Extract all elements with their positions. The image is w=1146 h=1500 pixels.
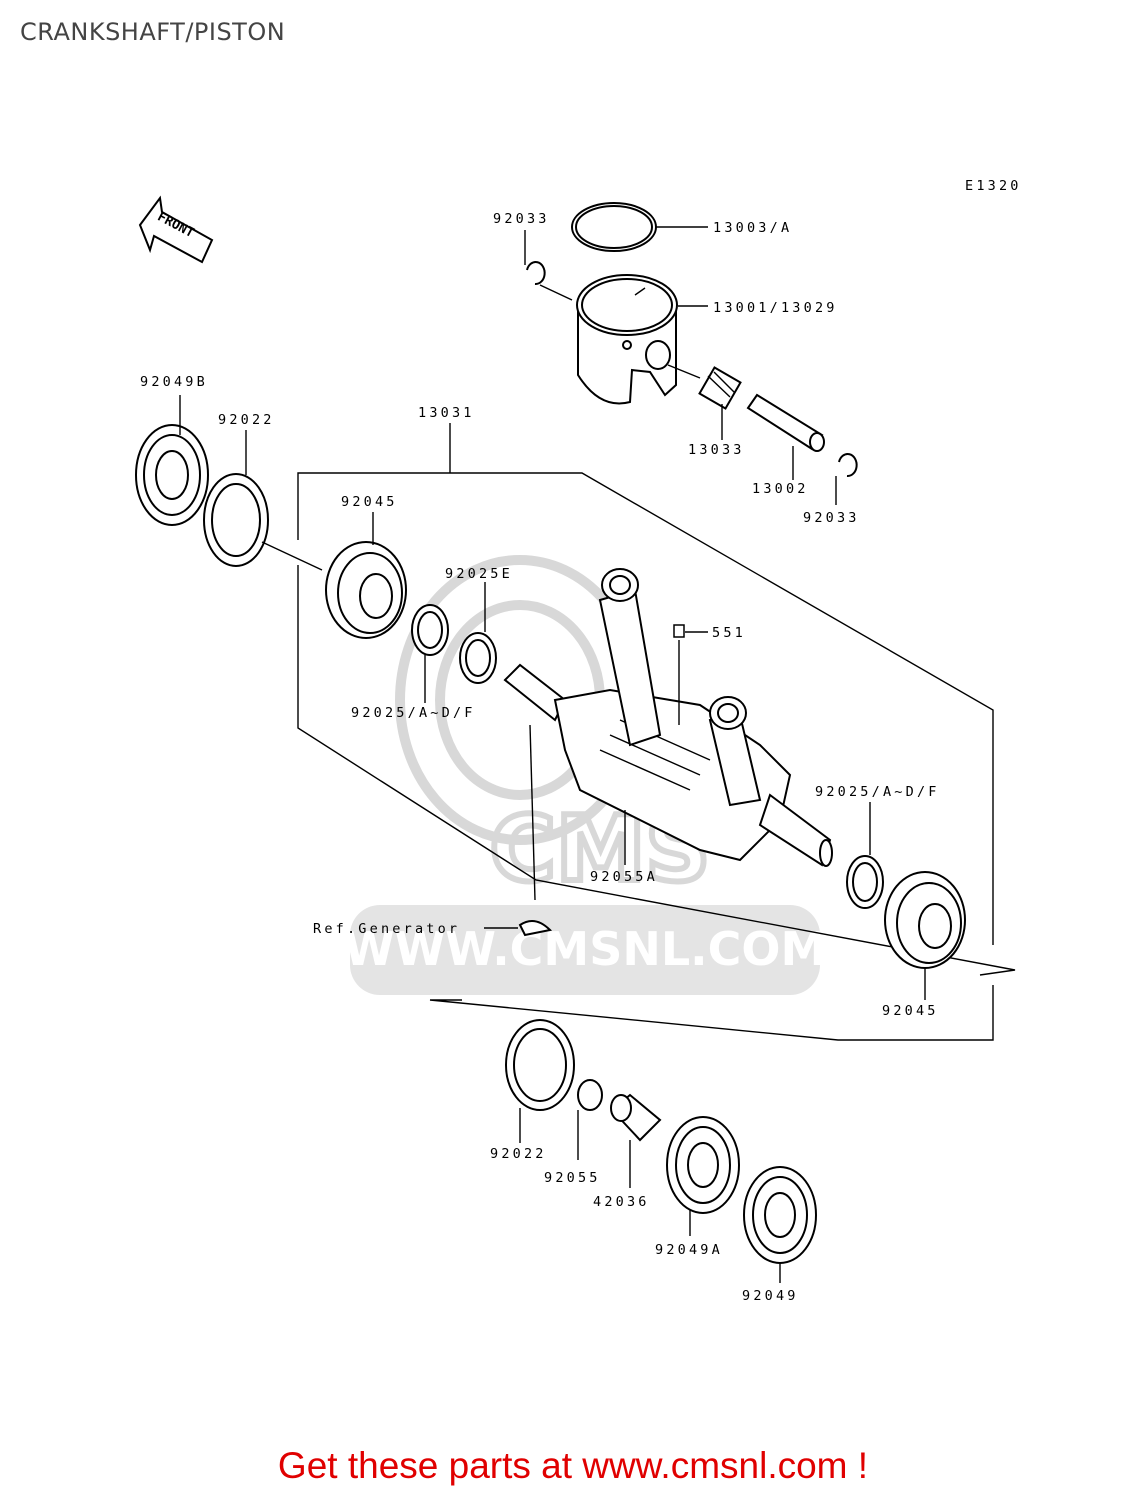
ball-bearing-92045-top [325, 541, 407, 639]
part-labels: 92033 13003/A 13001/13029 92049B 92022 1… [140, 211, 940, 1304]
shim-92022-bottom [505, 1019, 575, 1111]
label-92055: 92055 [544, 1170, 601, 1186]
label-92022-top: 92022 [218, 412, 275, 428]
diagram-code: E1320 [965, 178, 1022, 194]
label-13002: 13002 [752, 481, 809, 497]
collar-42036 [610, 1093, 662, 1142]
label-92049: 92049 [742, 1288, 799, 1304]
label-92045-top: 92045 [341, 494, 398, 510]
label-42036: 42036 [593, 1194, 650, 1210]
circlip-bottom [838, 453, 858, 478]
label-13003: 13003/A [713, 220, 792, 236]
bracket-lines [297, 423, 1016, 1041]
piston-pin [746, 393, 825, 452]
piston-ring [571, 202, 657, 252]
label-13001: 13001/13029 [713, 300, 838, 316]
label-13033: 13033 [688, 442, 745, 458]
label-92055a: 92055A [590, 869, 658, 885]
watermark-text: WWW.CMSNL.COM [344, 922, 827, 976]
label-92049b: 92049B [140, 374, 208, 390]
label-92025e: 92025E [445, 566, 513, 582]
footer-cta[interactable]: Get these parts at www.cmsnl.com ! [277, 1445, 869, 1486]
oil-seal-92049 [743, 1166, 817, 1264]
label-13031: 13031 [418, 405, 475, 421]
label-ref-generator: Ref.Generator [313, 921, 460, 937]
leader-lines [179, 226, 926, 1283]
label-92022-bottom: 92022 [490, 1146, 547, 1162]
page-title: CRANKSHAFT/PISTON [20, 18, 286, 46]
label-92033-bottom: 92033 [803, 510, 860, 526]
shim-92022-top [203, 473, 269, 567]
label-92049a: 92049A [655, 1242, 723, 1258]
piston [576, 274, 678, 405]
label-92033-top: 92033 [493, 211, 550, 227]
label-92045-bottom: 92045 [882, 1003, 939, 1019]
label-92025-left: 92025/A~D/F [351, 705, 476, 721]
dowel-pin-551 [673, 624, 685, 638]
woodruff-key [518, 920, 553, 937]
oil-seal-92049b [135, 424, 209, 526]
oil-seal-92049a [666, 1116, 740, 1214]
o-ring-92055 [577, 1079, 603, 1111]
needle-bearing [698, 366, 742, 410]
label-92025-right: 92025/A~D/F [815, 784, 940, 800]
label-551: 551 [712, 625, 746, 641]
circlip-top [526, 261, 546, 286]
front-arrow-icon: FRONT [138, 195, 214, 264]
ball-bearing-92045-bottom [884, 871, 966, 969]
crankshaft [503, 568, 833, 867]
